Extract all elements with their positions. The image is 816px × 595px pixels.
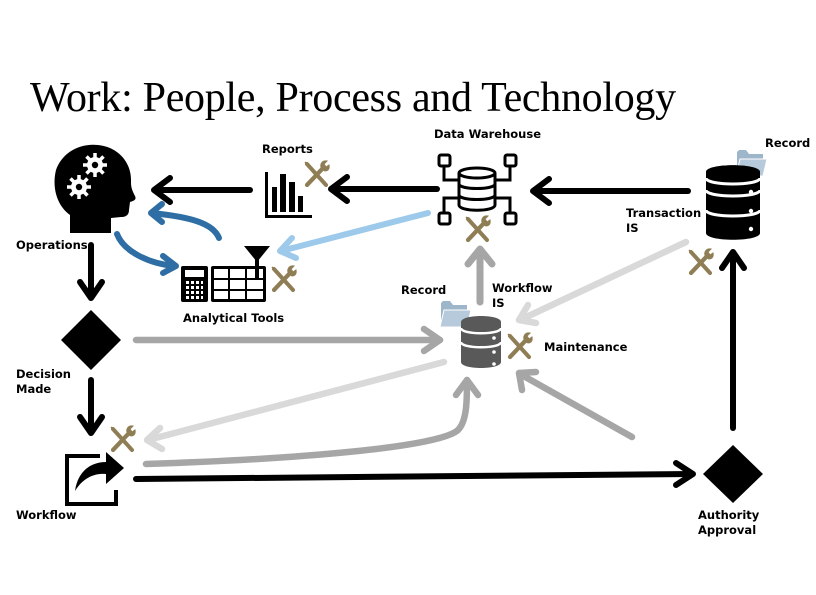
edge-operations-to-analytical-tools: [114, 231, 179, 276]
workflow-label: Workflow: [16, 508, 77, 522]
authority-label-line1: Authority: [698, 508, 760, 522]
workflow-is-record-label: Record: [401, 283, 447, 297]
edge-operations-to-decision: [77, 242, 105, 301]
edge-decision-to-workflow-is: [132, 325, 444, 355]
wrench-icon: [272, 266, 296, 290]
workflow-is-label-line1: Workflow: [492, 281, 553, 295]
maintenance-label: Maintenance: [544, 340, 628, 354]
reports-label: Reports: [262, 142, 313, 156]
wrench-icon: [111, 426, 135, 450]
wrench-icon: [466, 216, 490, 240]
edge-workflow-is-to-workflow: [143, 358, 448, 453]
share-arrow-icon: [65, 452, 124, 506]
bar-chart-icon: [265, 172, 312, 218]
wrench-icon: [689, 249, 713, 273]
data-warehouse-label: Data Warehouse: [434, 127, 541, 141]
edge-workflow-is-to-data-warehouse: [464, 245, 496, 306]
edge-authority-to-workflow-is: [515, 368, 636, 441]
authority-diamond-icon: [703, 445, 763, 503]
authority-label-line2: Approval: [698, 523, 757, 537]
database-icon: [459, 316, 503, 368]
head-with-gears-icon: [54, 144, 136, 233]
network-database-icon: [437, 153, 518, 226]
edge-authority-to-transaction-is: [719, 249, 747, 431]
wrench-icon: [305, 161, 329, 185]
analytical-tools-label: Analytical Tools: [183, 311, 285, 325]
edge-workflow-to-authority: [133, 460, 696, 488]
operations-label: Operations: [16, 238, 88, 252]
edge-decision-to-workflow: [77, 377, 105, 436]
edge-analytical-tools-to-operations: [148, 201, 222, 241]
edge-transaction-is-to-data-warehouse: [530, 176, 691, 206]
database-icon: [704, 165, 762, 240]
edge-transaction-is-to-workflow-is: [515, 238, 690, 327]
edge-data-warehouse-to-reports: [328, 174, 440, 204]
diagram-title: Work: People, Process and Technology: [30, 75, 676, 121]
wrench-icon: [508, 333, 532, 357]
edge-reports-to-operations: [151, 175, 253, 205]
decision-label-line1: Decision: [16, 367, 71, 381]
edge-workflow-to-workflow-is: [142, 376, 482, 468]
transaction-record-label: Record: [765, 136, 811, 150]
transaction-is-label-line2: IS: [626, 221, 639, 235]
edge-data-warehouse-to-analytical-tools: [277, 210, 431, 261]
calculator-spreadsheet-filter-icon: [181, 246, 270, 302]
decision-label-line2: Made: [16, 382, 52, 396]
decision-diamond-icon: [61, 310, 121, 370]
transaction-is-label-line1: Transaction: [626, 206, 702, 220]
workflow-is-label-line2: IS: [492, 296, 505, 310]
